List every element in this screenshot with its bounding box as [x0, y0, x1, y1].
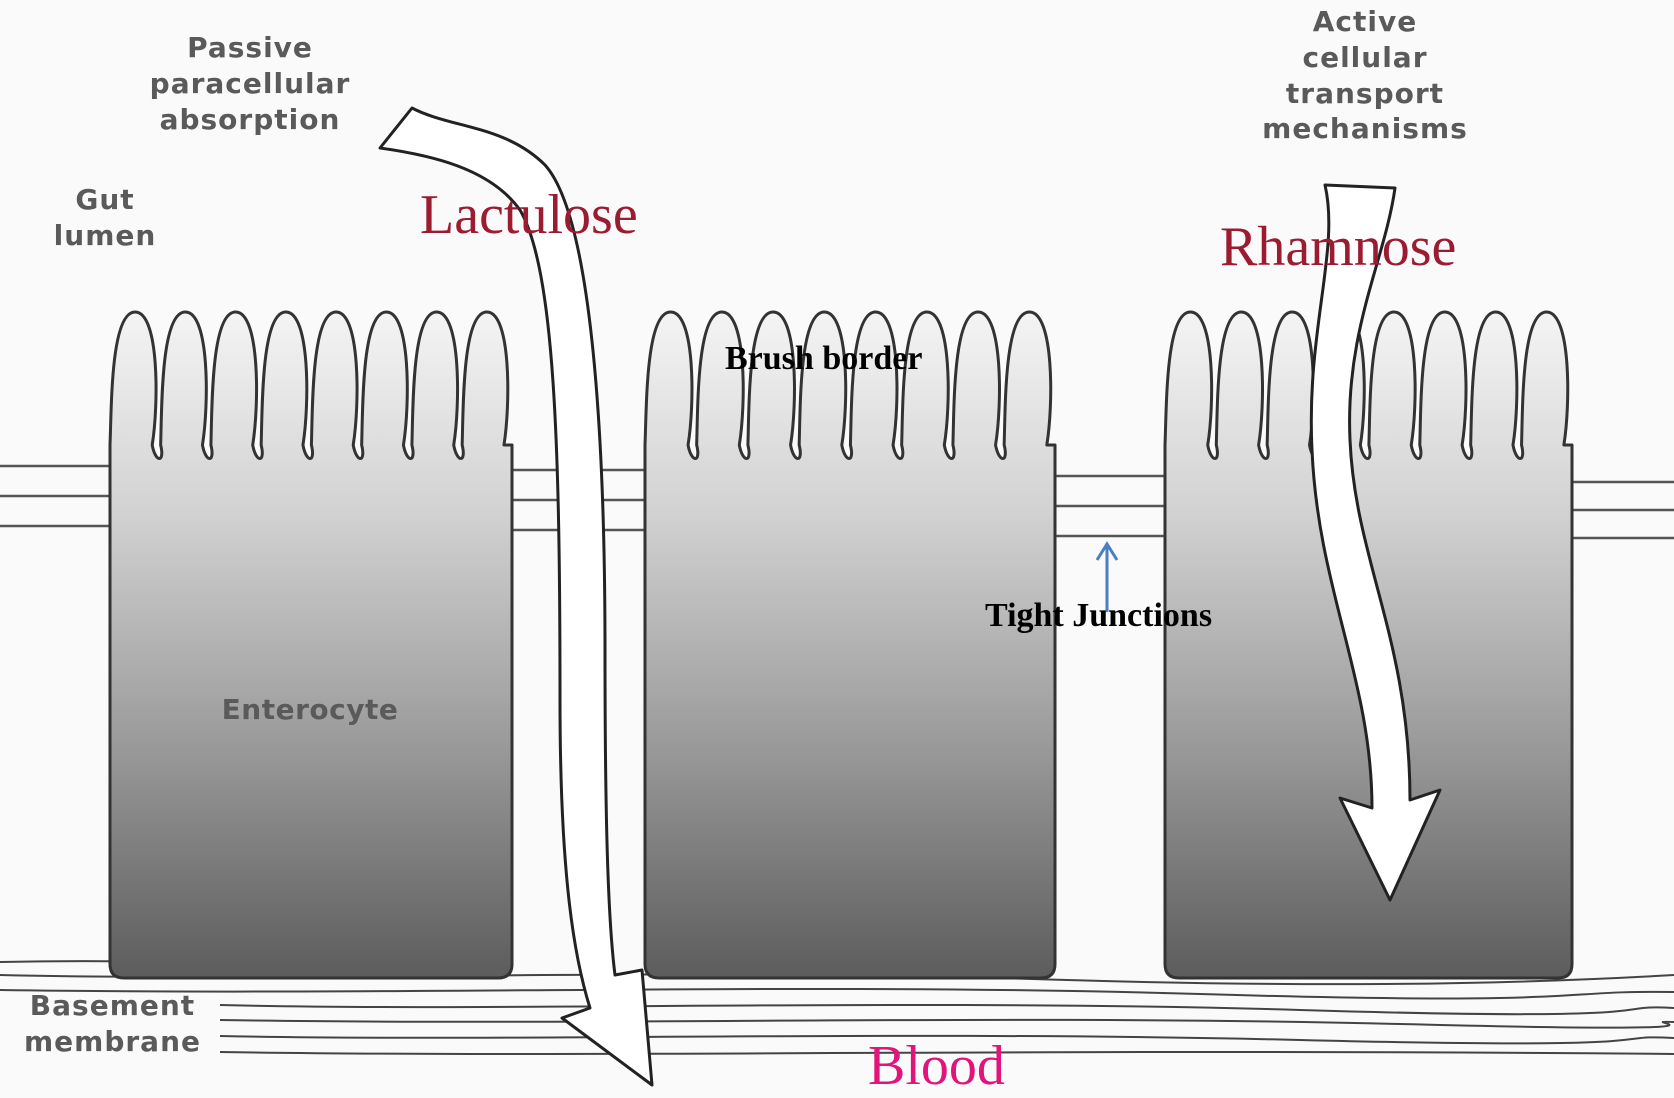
- rhamnose-label: Rhamnose: [1220, 215, 1456, 279]
- gut-lumen-label: Gut lumen: [30, 182, 180, 254]
- basement-line-2: membrane: [0, 1024, 225, 1060]
- passive-line-2: paracellular: [125, 66, 375, 102]
- enterocyte-cell-2: [645, 312, 1055, 978]
- active-line-2: cellular: [1230, 40, 1500, 76]
- basement-line-1: Basement: [0, 988, 225, 1024]
- active-line-3: transport: [1230, 76, 1500, 112]
- enterocyte-label: Enterocyte: [190, 692, 430, 728]
- basement-membrane-label: Basement membrane: [0, 988, 225, 1060]
- tight-junctions-label: Tight Junctions: [985, 597, 1212, 635]
- active-transport-label: Active cellular transport mechanisms: [1230, 4, 1500, 147]
- enterocyte-cell-1: [110, 312, 512, 978]
- passive-line-3: absorption: [125, 102, 375, 138]
- active-line-4: mechanisms: [1230, 111, 1500, 147]
- gut-lumen-line-2: lumen: [30, 218, 180, 254]
- active-line-1: Active: [1230, 4, 1500, 40]
- lactulose-label: Lactulose: [420, 183, 638, 247]
- passive-paracellular-label: Passive paracellular absorption: [125, 30, 375, 137]
- blood-label: Blood: [868, 1034, 1005, 1098]
- passive-line-1: Passive: [125, 30, 375, 66]
- gut-lumen-line-1: Gut: [30, 182, 180, 218]
- brush-border-label: Brush border: [725, 340, 922, 378]
